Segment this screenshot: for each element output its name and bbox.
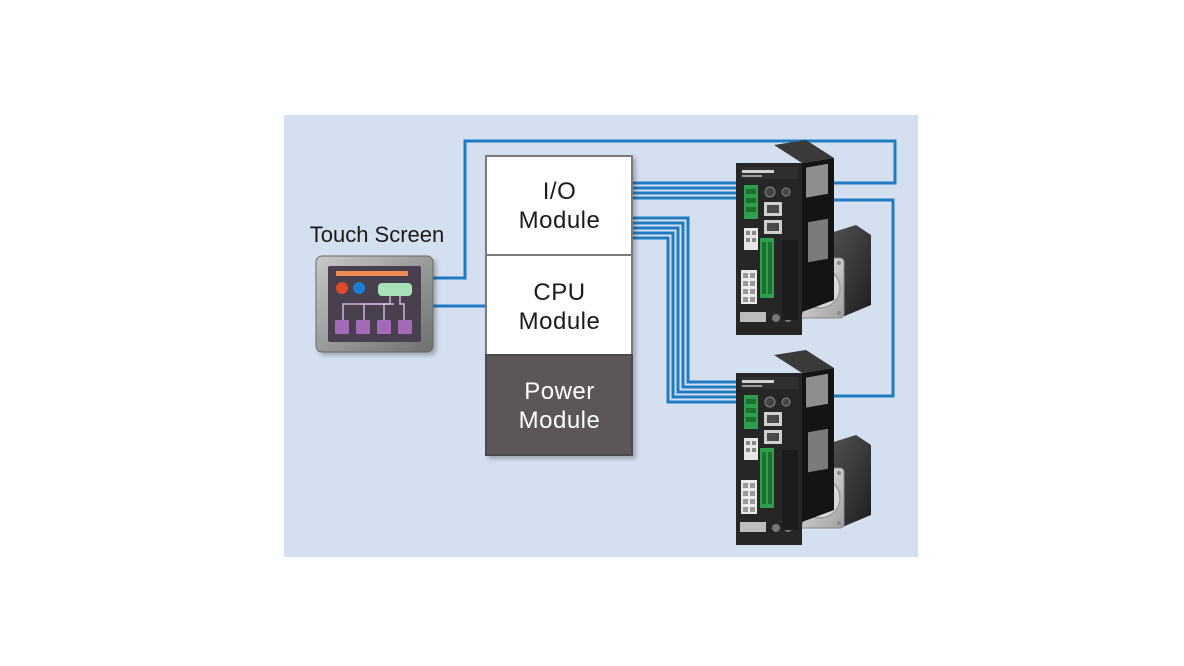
- touch-screen-upper-cable: [432, 139, 897, 280]
- cpu-module-label-line1: CPU: [533, 279, 586, 306]
- screen-block-3: [377, 320, 391, 334]
- screen-button: [378, 283, 412, 296]
- touch-screen-device: [315, 255, 434, 353]
- screen-block-4: [398, 320, 412, 334]
- cpu-module-label: CPU Module: [487, 278, 632, 336]
- io-module: [485, 155, 633, 256]
- power-module-label-line1: Power: [524, 378, 595, 405]
- cpu-module-label-line2: Module: [518, 308, 601, 335]
- controller-stack: [485, 155, 633, 456]
- network-cables: [432, 139, 897, 404]
- screen-block-2: [356, 320, 370, 334]
- power-module-label-line2: Module: [518, 407, 601, 434]
- screen-dot-blue: [353, 282, 365, 294]
- touch-screen-label: Touch Screen: [309, 222, 445, 247]
- power-module: [485, 354, 633, 456]
- screen-header-bar: [336, 271, 408, 276]
- io-module-label: I/O Module: [487, 177, 632, 235]
- cpu-module: [485, 254, 633, 356]
- power-module-label: Power Module: [487, 377, 632, 435]
- driver-chain-cable: [826, 198, 895, 398]
- screen-dot-red: [336, 282, 348, 294]
- screen-block-1: [335, 320, 349, 334]
- io-module-label-line1: I/O: [542, 178, 577, 205]
- io-module-label-line2: Module: [518, 207, 601, 234]
